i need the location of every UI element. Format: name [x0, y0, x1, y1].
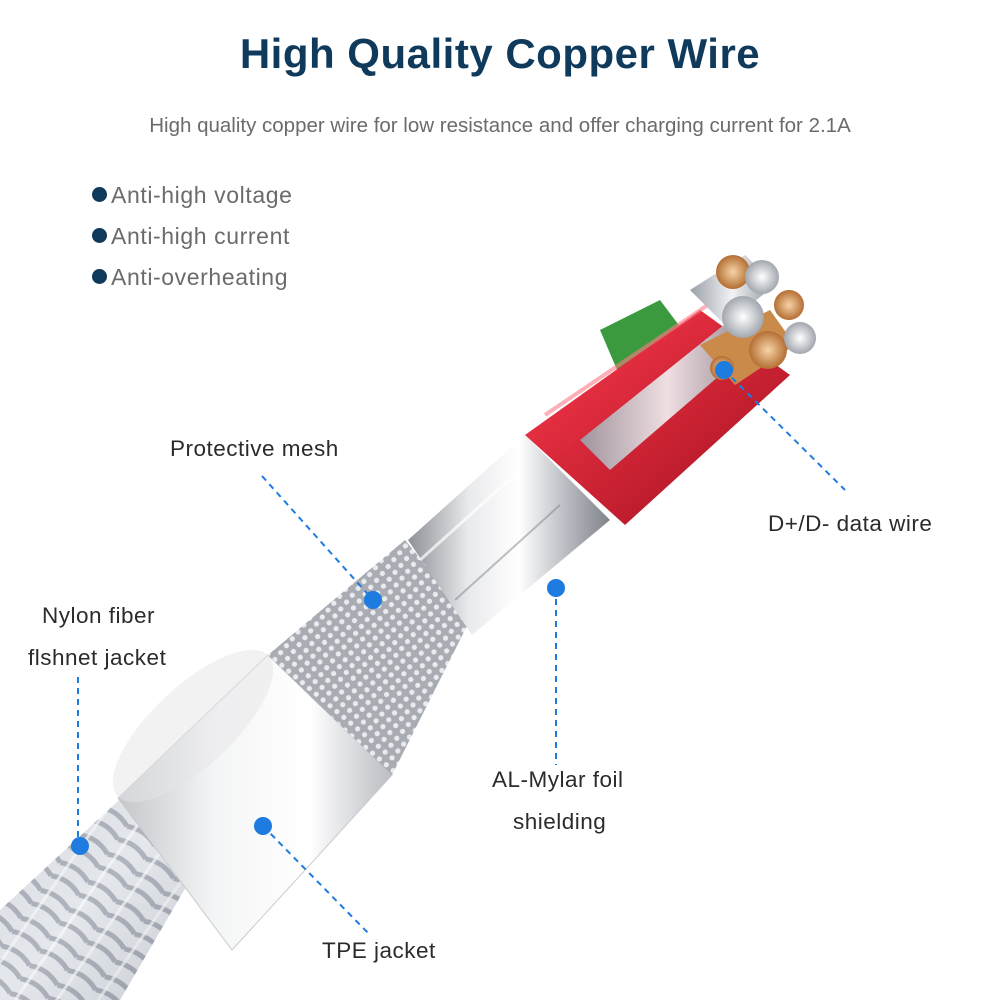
label-data-wire: D+/D- data wire	[768, 511, 933, 536]
callout-line-mesh	[261, 475, 374, 601]
feature-item: Anti-high voltage	[92, 182, 293, 209]
callout-dot-nylon	[71, 837, 89, 855]
bullet-icon	[92, 269, 107, 285]
callout-lines	[77, 369, 846, 936]
label-nylon-line1: Nylon fiber	[42, 603, 156, 628]
feature-item: Anti-high current	[92, 223, 290, 250]
callout-dots	[71, 361, 733, 855]
feature-item: Anti-overheating	[92, 264, 288, 291]
feature-label: Anti-overheating	[111, 264, 289, 290]
label-foil-line1: AL-Mylar foil	[492, 767, 624, 792]
label-protective-mesh: Protective mesh	[170, 436, 339, 461]
nylon-braid-jacket	[0, 790, 190, 1000]
bullet-icon	[92, 187, 107, 203]
page-title: High Quality Copper Wire	[239, 30, 761, 77]
callout-dot-foil	[547, 579, 565, 597]
callout-line-data-wire	[723, 369, 846, 491]
bullet-icon	[92, 228, 107, 244]
feature-label: Anti-high current	[111, 223, 290, 249]
protective-mesh	[268, 540, 470, 775]
label-nylon-line2: flshnet jacket	[28, 645, 167, 670]
callout-dot-data-wire	[715, 361, 733, 379]
callout-dot-mesh	[364, 591, 382, 609]
callout-line-tpe	[262, 825, 371, 936]
label-tpe-jacket: TPE jacket	[322, 938, 436, 963]
label-foil-line2: shielding	[513, 809, 607, 834]
al-mylar-foil	[408, 435, 610, 635]
page-subtitle: High quality copper wire for low resista…	[149, 114, 851, 137]
feature-label: Anti-high voltage	[111, 182, 293, 208]
callout-dot-tpe	[254, 817, 272, 835]
